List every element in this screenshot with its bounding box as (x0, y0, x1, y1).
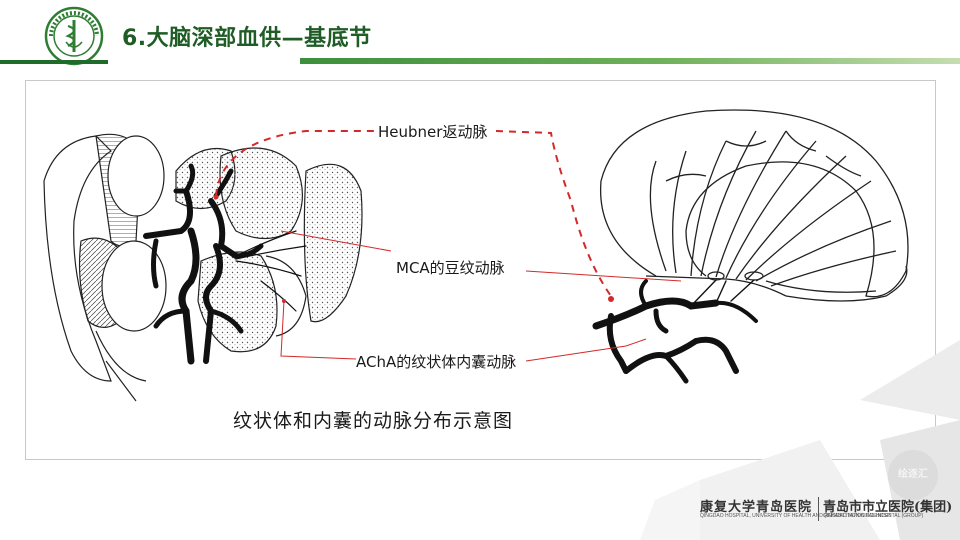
diagram-caption: 纹状体和内囊的动脉分布示意图 (233, 410, 514, 432)
coronal-section-drawing (43, 133, 363, 402)
annotation-lines (215, 130, 682, 362)
left-artery-tree (143, 163, 307, 365)
label-mca-lenticulostriate: MCA的豆纹动脉 (396, 259, 505, 277)
footer-separator (818, 497, 819, 521)
header-accent-bar-right (300, 58, 960, 64)
annotation-markers (213, 194, 614, 303)
footer-right-sub: QINGDAO MUNICIPAL HOSPITAL (GROUP) (823, 513, 924, 519)
diagram-frame: Heubner返动脉 MCA的豆纹动脉 AChA的纹状体内囊动脉 纹状体和内囊的… (25, 80, 936, 460)
footer-right-name: 青岛市市立医院(集团) (823, 500, 953, 515)
footer-left-sub: QINGDAO HOSPITAL, UNIVERSITY OF HEALTH A… (700, 513, 892, 519)
watermark-badge: 绘逐汇 (888, 450, 938, 500)
basal-ganglia-illustration (43, 109, 909, 402)
page-title: 6.大脑深部血供—基底节 (122, 26, 372, 51)
right-artery-tree (592, 279, 758, 384)
header-accent-bar-left (0, 60, 108, 64)
footer-left-name: 康复大学青岛医院 (700, 500, 813, 515)
label-heubner-artery: Heubner返动脉 (378, 123, 488, 141)
lateral-view-drawing (599, 109, 909, 302)
header: 6.大脑深部血供—基底节 (0, 0, 960, 70)
hospital-logo (44, 6, 104, 66)
label-acha-striatocapsular: AChA的纹状体内囊动脉 (356, 353, 517, 371)
